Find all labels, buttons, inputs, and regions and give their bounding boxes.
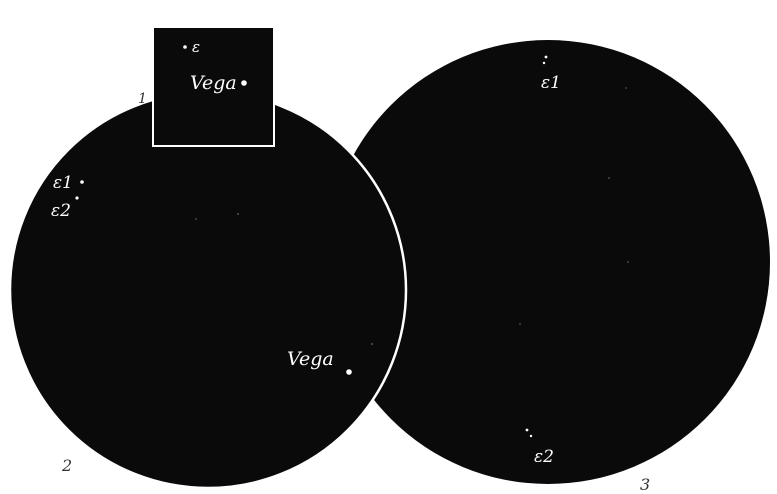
panel-3-faint-star xyxy=(608,177,610,179)
panel-3-number: 3 xyxy=(640,475,650,494)
panel-1-vega-star xyxy=(241,80,247,86)
panel-3-faint-star xyxy=(625,87,627,89)
panel-2-epsilon-1-label: ε1 xyxy=(53,173,73,193)
panel-1-vega-label: Vega xyxy=(190,72,237,94)
panel-2-field-circle xyxy=(10,92,406,488)
panel-3-epsilon-1-star xyxy=(545,56,548,59)
panel-3-epsilon-2-star xyxy=(526,429,529,432)
panel-1-number: 1 xyxy=(138,91,147,107)
panel-2-vega-star xyxy=(346,369,352,375)
panel-2-epsilon-1-star xyxy=(80,180,84,184)
panel-2-faint-star xyxy=(195,218,197,220)
panel-2-faint-star xyxy=(371,343,373,345)
panel-3-epsilon-1-star xyxy=(543,62,545,64)
panel-2-faint-star xyxy=(237,213,239,215)
panel-2-epsilon-2-star xyxy=(75,196,78,199)
panel-2-vega-label: Vega xyxy=(287,348,334,370)
panel-2-epsilon-2-label: ε2 xyxy=(51,201,71,221)
panel-3-epsilon-1-label: ε1 xyxy=(541,73,561,93)
panel-1-epsilon-star xyxy=(183,45,187,49)
panel-1-epsilon-label: ε xyxy=(192,38,200,56)
panel-3-epsilon-2-star xyxy=(530,435,532,437)
panel-3-faint-star xyxy=(519,323,521,325)
panel-2-number: 2 xyxy=(61,456,72,475)
panel-3-epsilon-2-label: ε2 xyxy=(534,447,554,467)
panel-3-faint-star xyxy=(627,261,629,263)
